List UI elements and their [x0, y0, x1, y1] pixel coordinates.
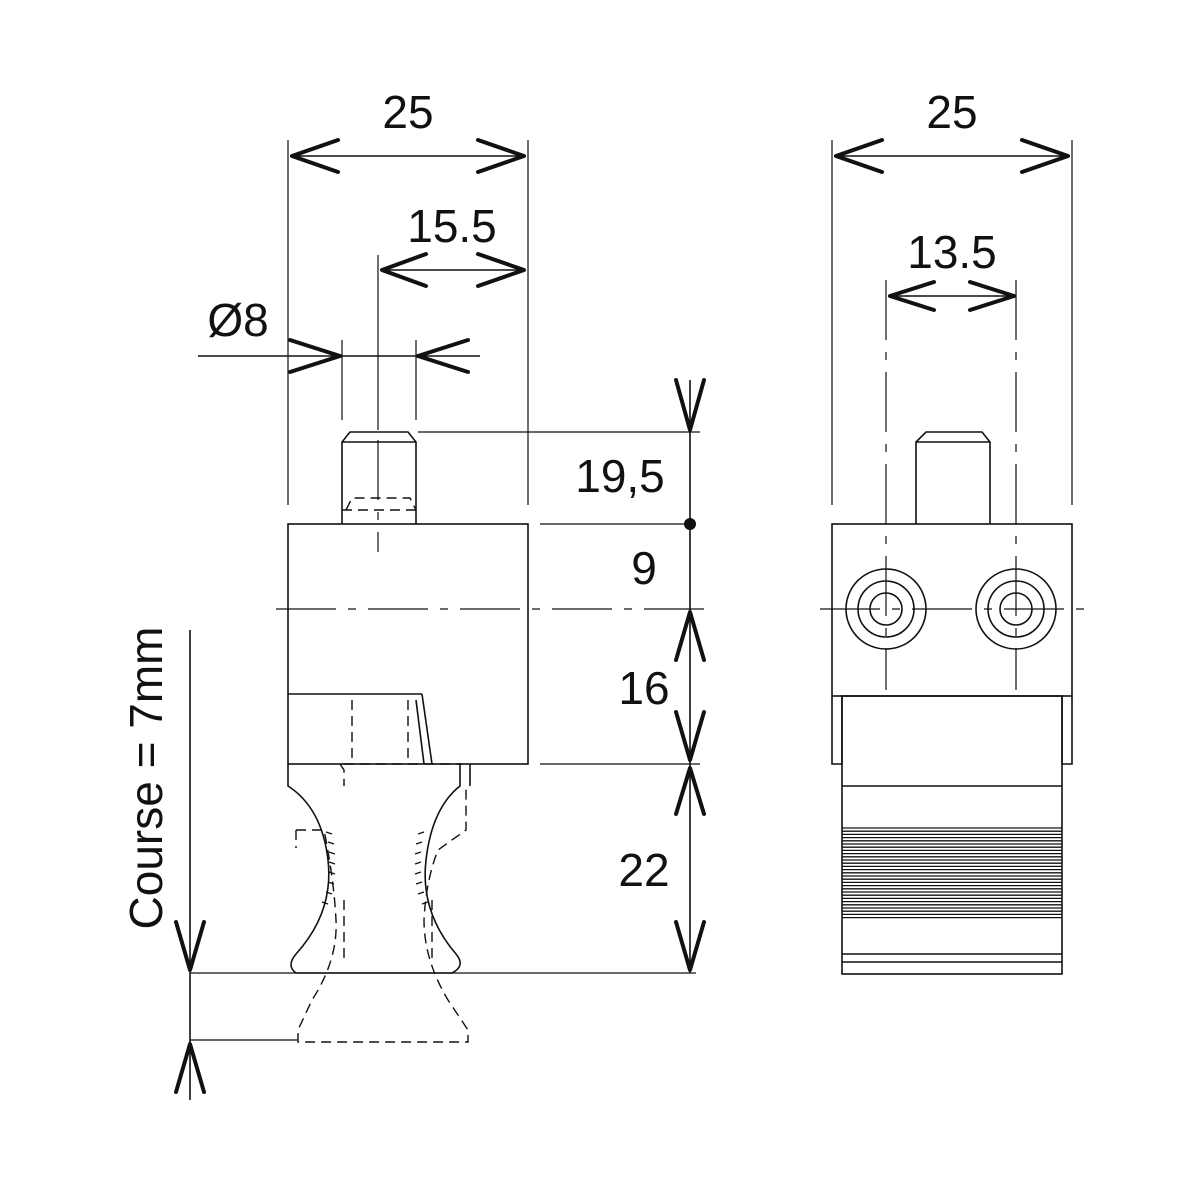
- dimension-label-height-mid: 16: [618, 662, 669, 714]
- side-guide-left: [831, 696, 843, 765]
- dimension-label-height-block: 9: [631, 542, 657, 594]
- dimension-label-height-tip: 22: [618, 844, 669, 896]
- side-dimension-width-25: 25: [834, 86, 1070, 174]
- dimension-label-diameter: Ø8: [207, 294, 268, 346]
- dimension-label-height-top: 19,5: [575, 450, 665, 502]
- side-guide-right: [1061, 696, 1073, 765]
- side-body: [831, 523, 1073, 697]
- dimension-diameter-8: Ø8: [198, 294, 480, 420]
- hole-left: [845, 568, 927, 650]
- dimension-label-width: 25: [382, 86, 433, 138]
- side-pin: [915, 431, 991, 524]
- dimension-stroke: Course = 7mm: [120, 627, 206, 1100]
- front-view: 25 15.5 Ø8: [120, 86, 716, 1100]
- knurl-right: [414, 831, 429, 905]
- dimension-width-25: 25: [290, 86, 526, 174]
- side-knurl-band: [842, 827, 1062, 919]
- dimension-dot: [684, 518, 696, 530]
- side-dimension-label-spacing: 13.5: [907, 226, 997, 278]
- hole-right: [975, 568, 1057, 650]
- dimension-vertical-chain: 19,5 9 16 22: [575, 378, 706, 973]
- knurl-left: [321, 831, 336, 905]
- stroke-label: Course = 7mm: [120, 627, 172, 930]
- pin: [341, 431, 417, 552]
- dimension-label-offset: 15.5: [407, 200, 497, 252]
- jaw-displaced-dashed: [295, 763, 469, 1043]
- dimension-offset-15-5: 15.5: [377, 200, 526, 430]
- side-view: 25 13.5: [820, 86, 1084, 975]
- side-dimension-label-width: 25: [926, 86, 977, 138]
- jaw-solid: [287, 764, 471, 974]
- side-dimension-spacing-13-5: 13.5: [888, 226, 1016, 312]
